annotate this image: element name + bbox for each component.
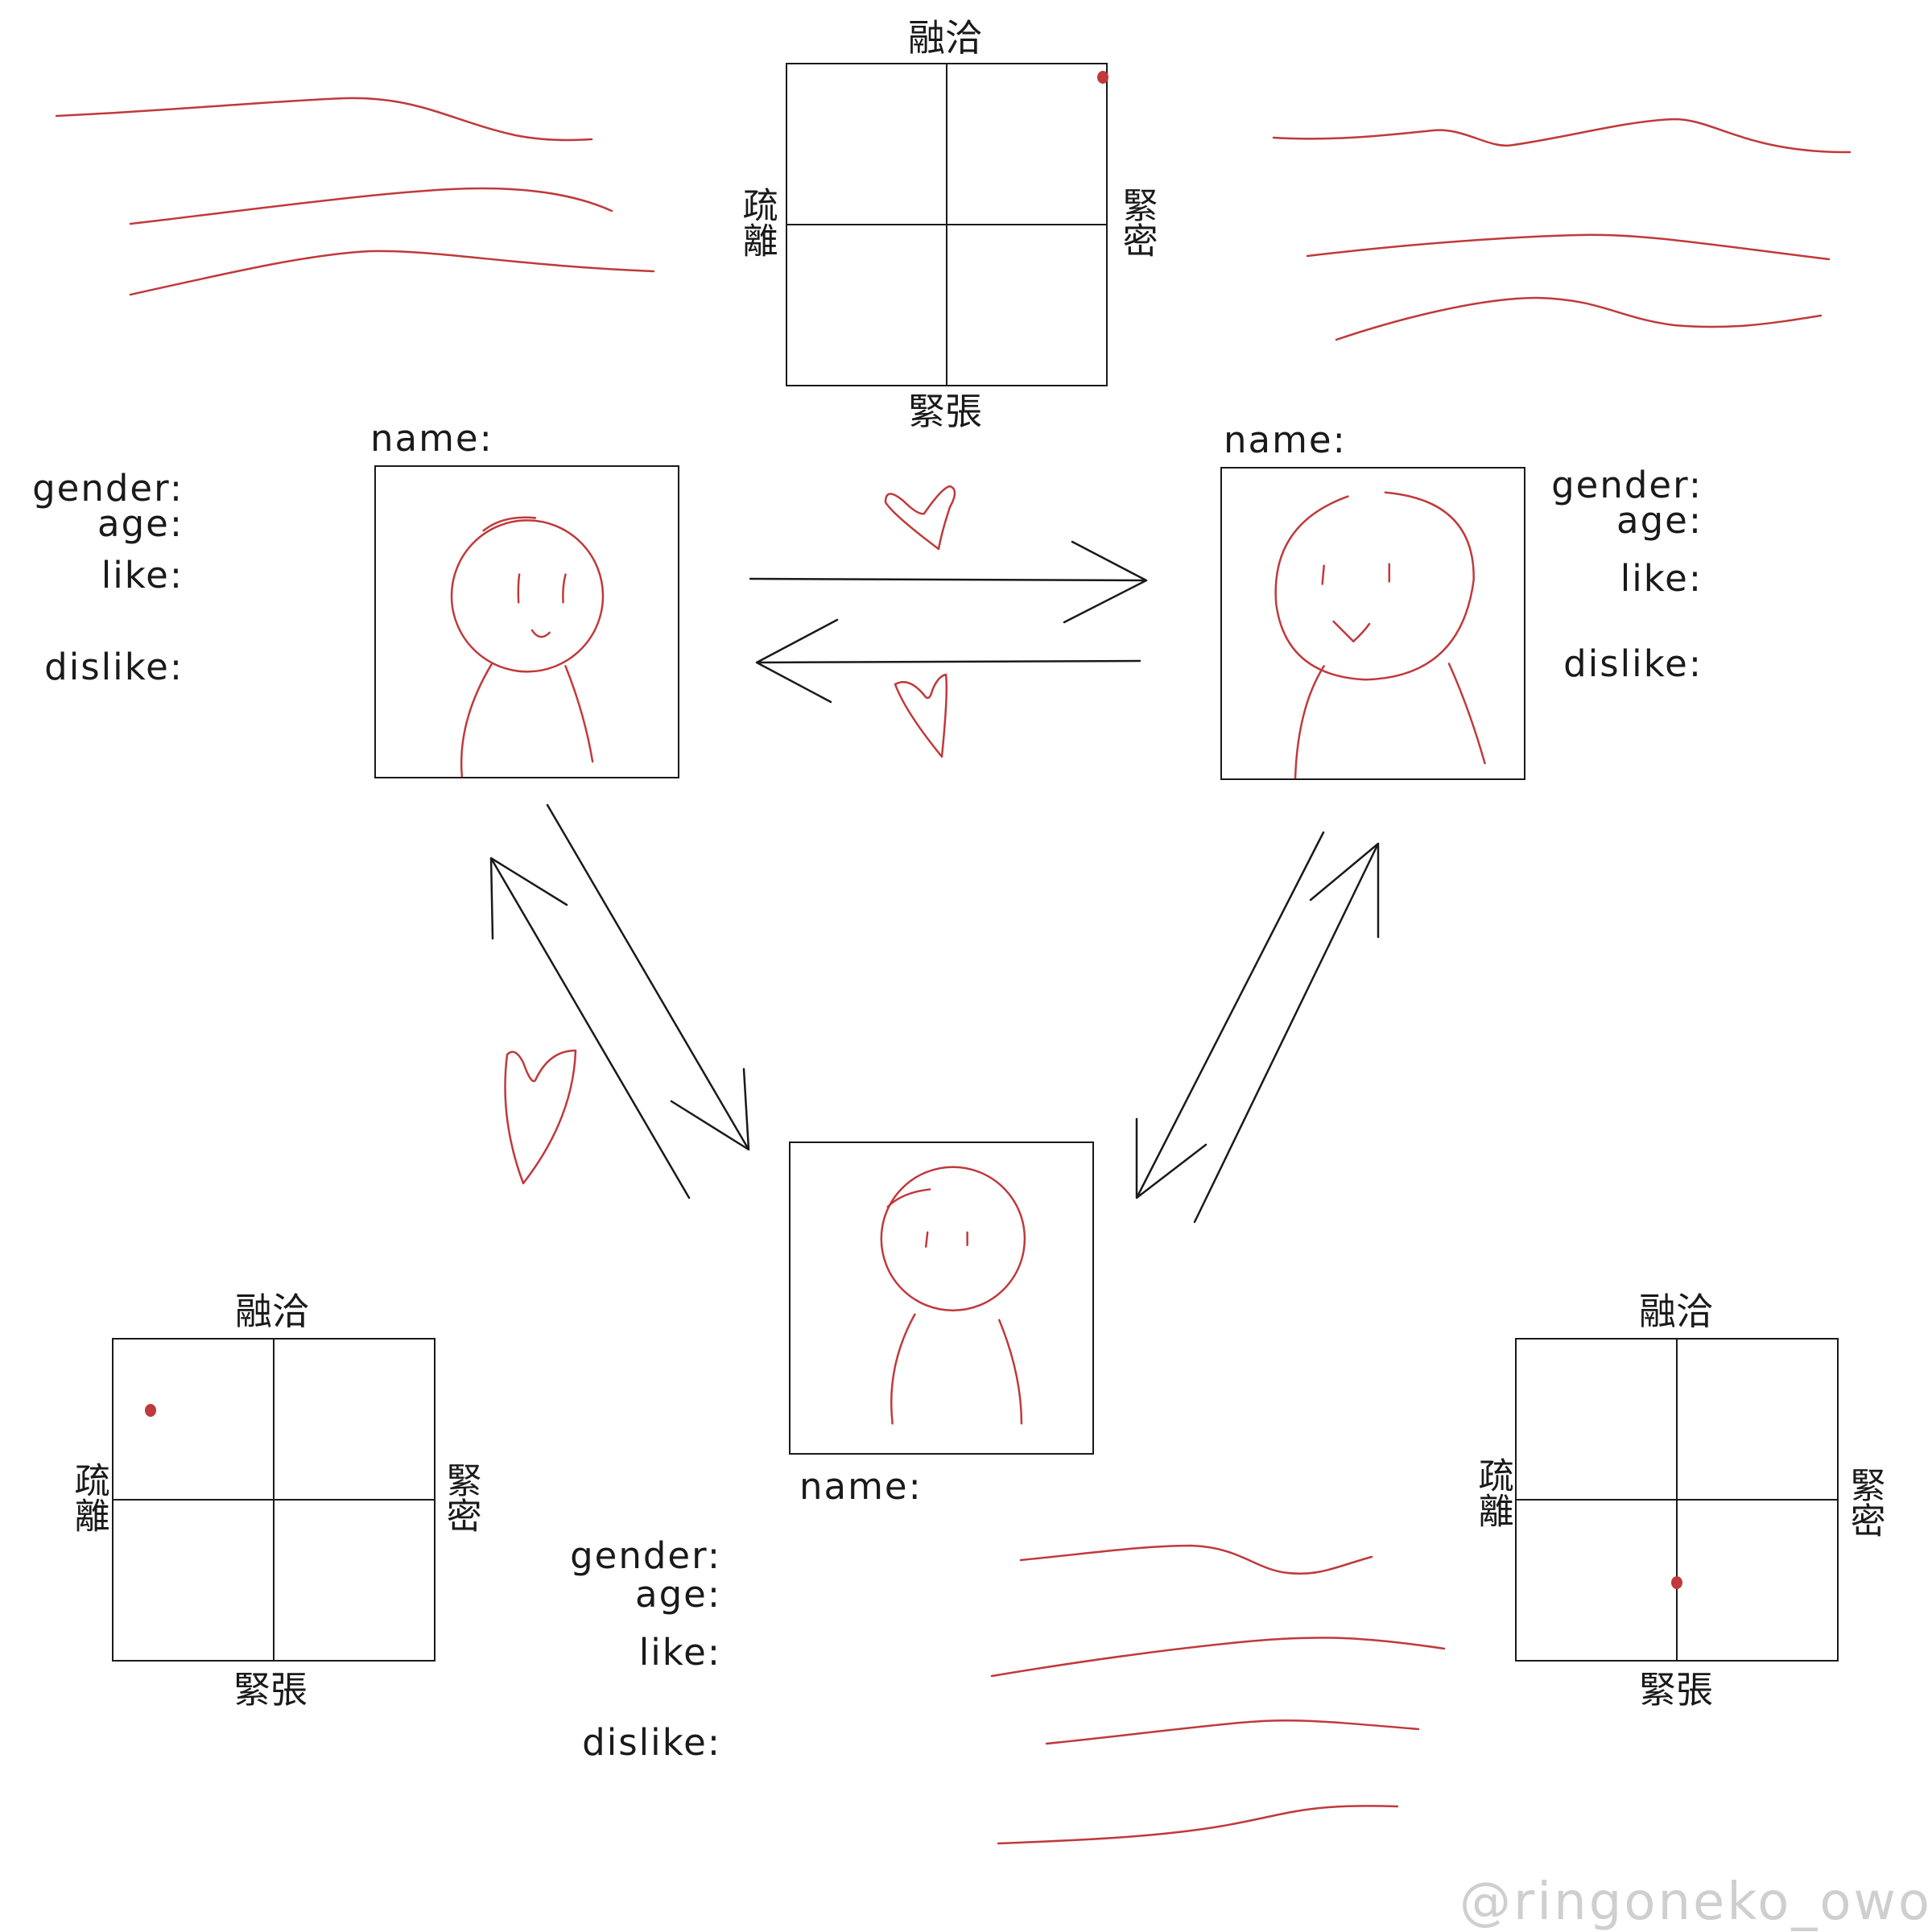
character-sketch [880, 1166, 1026, 1425]
gender-label: gender: [570, 1534, 721, 1577]
character-sketch [1274, 491, 1486, 778]
horizontal-axis [114, 1499, 434, 1501]
gender-label: gender: [32, 467, 184, 510]
portrait-frame [789, 1141, 1094, 1455]
label-close: 緊密 [1843, 1467, 1885, 1538]
label-close: 緊密 [1116, 187, 1158, 258]
heart-icon [504, 1049, 577, 1185]
arrow-left-to-bottom [546, 803, 750, 1151]
label-distant: 疏離 [1472, 1457, 1513, 1528]
dislike-label: dislike: [44, 646, 184, 688]
age-label: age: [1616, 499, 1703, 542]
name-label: name: [1224, 419, 1347, 461]
label-distant: 疏離 [736, 187, 778, 258]
label-close: 緊密 [440, 1462, 481, 1533]
quadrant-grid [112, 1338, 436, 1662]
like-label: like: [101, 554, 184, 597]
quadrant-grid [1515, 1338, 1839, 1662]
horizontal-axis [787, 224, 1106, 225]
character-sketch [450, 516, 605, 777]
relation-arrows [489, 540, 1380, 1224]
like-label: like: [1620, 557, 1703, 600]
age-label: age: [635, 1573, 721, 1616]
scribble-lines [55, 97, 1852, 1845]
arrow-bottom-to-right [1193, 842, 1380, 1224]
hearts [504, 485, 956, 1185]
label-harmony: 融洽 [1639, 1290, 1713, 1333]
label-tension: 緊張 [908, 390, 982, 433]
relationship-marker [1671, 1576, 1682, 1590]
label-distant: 疏離 [68, 1462, 109, 1533]
arrow-left-to-right [749, 540, 1148, 624]
like-label: like: [638, 1631, 721, 1674]
label-tension: 緊張 [1639, 1668, 1713, 1711]
name-label: name: [370, 417, 493, 460]
label-tension: 緊張 [233, 1668, 308, 1711]
label-harmony: 融洽 [235, 1290, 309, 1333]
portrait-frame [1220, 467, 1525, 780]
relationship-marker [144, 1403, 156, 1417]
heart-icon [894, 673, 948, 758]
gender-label: gender: [1551, 464, 1703, 506]
relationship-marker [1097, 70, 1109, 84]
arrow-bottom-to-left [489, 857, 691, 1199]
quadrant-grid [786, 63, 1109, 386]
arrow-right-to-bottom [1135, 831, 1325, 1199]
dislike-label: dislike: [1563, 642, 1703, 685]
heart-icon [884, 485, 956, 551]
age-label: age: [97, 502, 184, 545]
watermark: @ringoneko_owo [1459, 1872, 1932, 1932]
portrait-frame [374, 465, 679, 778]
horizontal-axis [1517, 1499, 1837, 1501]
label-harmony: 融洽 [908, 16, 982, 60]
name-label: name: [799, 1465, 923, 1508]
arrow-right-to-left [755, 618, 1141, 704]
dislike-label: dislike: [582, 1721, 721, 1764]
